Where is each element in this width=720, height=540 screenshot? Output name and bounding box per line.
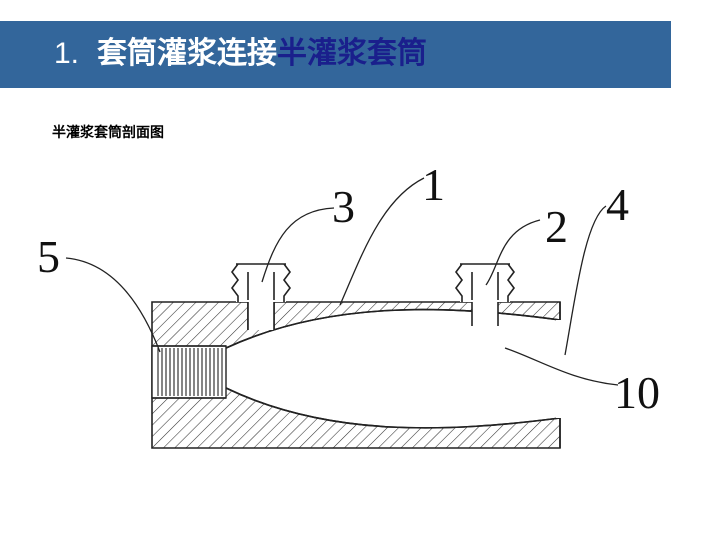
leader-line-4 xyxy=(564,205,607,356)
callout-label-3: 3 xyxy=(332,181,355,232)
leader-line-5 xyxy=(65,257,161,353)
callout-label-4: 4 xyxy=(606,179,629,230)
callout-label-5: 5 xyxy=(37,231,60,282)
title-main: 套筒灌浆连接 xyxy=(97,36,278,71)
diagram-caption: 半灌浆套筒剖面图 xyxy=(52,125,164,141)
leader-line-10 xyxy=(504,347,619,386)
leader-line-2 xyxy=(485,219,541,286)
callout-label-10: 10 xyxy=(614,367,660,418)
leader-line-3 xyxy=(261,207,335,283)
inner-cavity xyxy=(225,308,561,429)
callout-label-1: 1 xyxy=(422,159,445,210)
header-bar xyxy=(0,21,671,88)
slide-title: 1. 套筒灌浆连接半灌浆套筒 xyxy=(54,36,427,72)
callout-label-2: 2 xyxy=(545,201,568,252)
leader-line-1 xyxy=(339,177,425,306)
grout-port-left xyxy=(231,263,291,330)
title-accent: 半灌浆套筒 xyxy=(277,36,428,71)
slide-number: 1. xyxy=(54,37,80,70)
grout-port-right xyxy=(455,263,515,326)
